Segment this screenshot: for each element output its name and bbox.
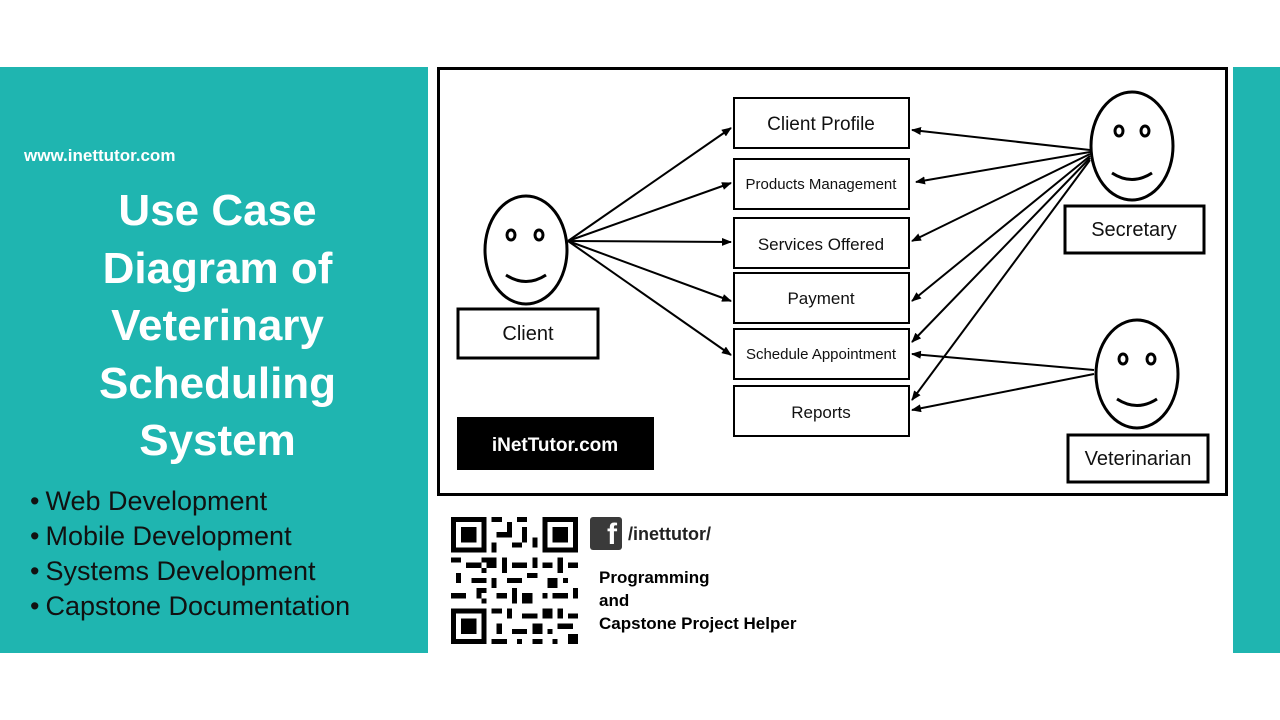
association-secretary-products-management bbox=[915, 151, 1091, 185]
actor-label-secretary: Secretary bbox=[1091, 219, 1177, 241]
actor-label-veterinarian: Veterinarian bbox=[1085, 448, 1192, 470]
smiley-face-icon bbox=[1089, 90, 1175, 202]
association-veterinarian-schedule-appointment bbox=[911, 350, 1095, 371]
diagram-canvas: Client Profile Products Management Servi… bbox=[456, 90, 1210, 484]
service-item: Capstone Documentation bbox=[30, 589, 350, 624]
smiley-face-icon bbox=[483, 194, 569, 306]
association-client-services-offered bbox=[567, 237, 732, 246]
actor-label-box bbox=[456, 307, 600, 360]
association-secretary-schedule-appointment bbox=[911, 157, 1091, 343]
association-client-products-management bbox=[567, 182, 732, 242]
watermark-text: iNetTutor.com bbox=[492, 435, 618, 456]
association-secretary-client-profile bbox=[911, 127, 1091, 151]
use-case-box bbox=[733, 97, 910, 149]
title-line: Use Case bbox=[118, 186, 317, 235]
use-case-box bbox=[733, 158, 910, 210]
smiley-face-icon bbox=[1094, 318, 1180, 430]
association-lines bbox=[567, 127, 1095, 413]
use-case-label: Client Profile bbox=[767, 114, 875, 135]
association-secretary-reports bbox=[911, 159, 1091, 401]
title-line: System bbox=[139, 416, 296, 465]
watermark-badge: iNetTutor.com bbox=[457, 417, 654, 470]
actor-label-box bbox=[1063, 204, 1206, 255]
use-case-label: Services Offered bbox=[758, 235, 884, 254]
service-item: Systems Development bbox=[30, 554, 350, 589]
use-case-box bbox=[733, 328, 910, 380]
use-case-label: Schedule Appointment bbox=[746, 346, 897, 363]
service-item: Mobile Development bbox=[30, 519, 350, 554]
association-secretary-payment bbox=[911, 155, 1091, 302]
association-client-client-profile bbox=[567, 127, 732, 242]
right-accent-bar bbox=[1233, 67, 1280, 653]
actor-label-box bbox=[1066, 433, 1210, 484]
helper-line: Programming bbox=[599, 568, 710, 587]
secretary-actor: Secretary bbox=[1063, 90, 1206, 255]
service-item: Web Development bbox=[30, 484, 350, 519]
use-case-box bbox=[733, 217, 910, 269]
association-veterinarian-reports bbox=[911, 373, 1095, 413]
use-case-box bbox=[733, 272, 910, 324]
watermark-background bbox=[457, 417, 654, 470]
helper-line: and bbox=[599, 591, 630, 610]
title-line: Scheduling bbox=[98, 358, 337, 408]
use-case-diagram: Client Profile Products Management Servi… bbox=[437, 67, 1228, 496]
actor-label-client: Client bbox=[502, 323, 554, 345]
use-case-box bbox=[733, 385, 910, 437]
client-actor: Client bbox=[456, 194, 600, 360]
qr-code-icon bbox=[451, 517, 578, 644]
association-secretary-services-offered bbox=[911, 153, 1091, 242]
helper-line: Capstone Project Helper bbox=[599, 614, 797, 633]
use-case-label: Products Management bbox=[746, 176, 898, 193]
facebook-icon: f bbox=[590, 517, 622, 550]
helper-tagline: Programming and Capstone Project Helper bbox=[599, 566, 796, 635]
association-client-schedule-appointment bbox=[567, 240, 732, 356]
page-title: Use Case Diagram of Veterinary Schedulin… bbox=[20, 182, 415, 470]
services-list: Web Development Mobile Development Syste… bbox=[30, 484, 350, 624]
use-case-label: Payment bbox=[787, 289, 854, 308]
title-line: Diagram of bbox=[102, 243, 333, 293]
title-line: Veterinary bbox=[111, 301, 324, 350]
use-case-label: Reports bbox=[791, 403, 851, 422]
facebook-handle: /inettutor/ bbox=[628, 524, 711, 544]
site-url: www.inettutor.com bbox=[24, 146, 176, 165]
association-client-payment bbox=[567, 240, 732, 302]
veterinarian-actor: Veterinarian bbox=[1066, 318, 1210, 484]
